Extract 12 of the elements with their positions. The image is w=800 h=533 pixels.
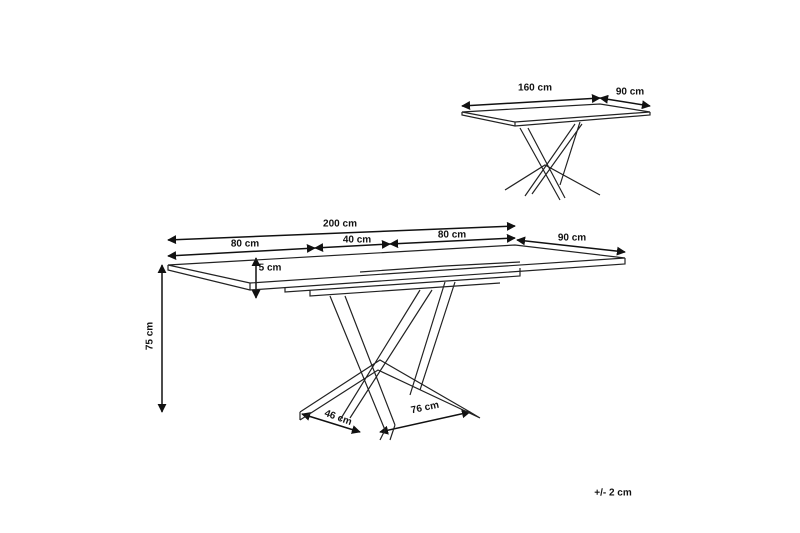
dimension-label: 90 cm <box>616 86 644 98</box>
dimension-label: 90 cm <box>558 232 586 244</box>
dimension-label: 80 cm <box>230 238 260 250</box>
dimension-label: 46 cm <box>322 408 354 428</box>
dimension-label: 40 cm <box>342 234 372 246</box>
dimension-label: 76 cm <box>410 400 440 416</box>
dimension-label: 5 cm <box>258 262 282 274</box>
dimension-label: 80 cm <box>438 230 466 240</box>
dimension-label: 160 cm <box>518 82 552 94</box>
dimension-label: 200 cm <box>323 218 357 230</box>
dimension-label: 75 cm <box>144 322 156 350</box>
tolerance-note: +/- 2 cm <box>594 488 632 498</box>
